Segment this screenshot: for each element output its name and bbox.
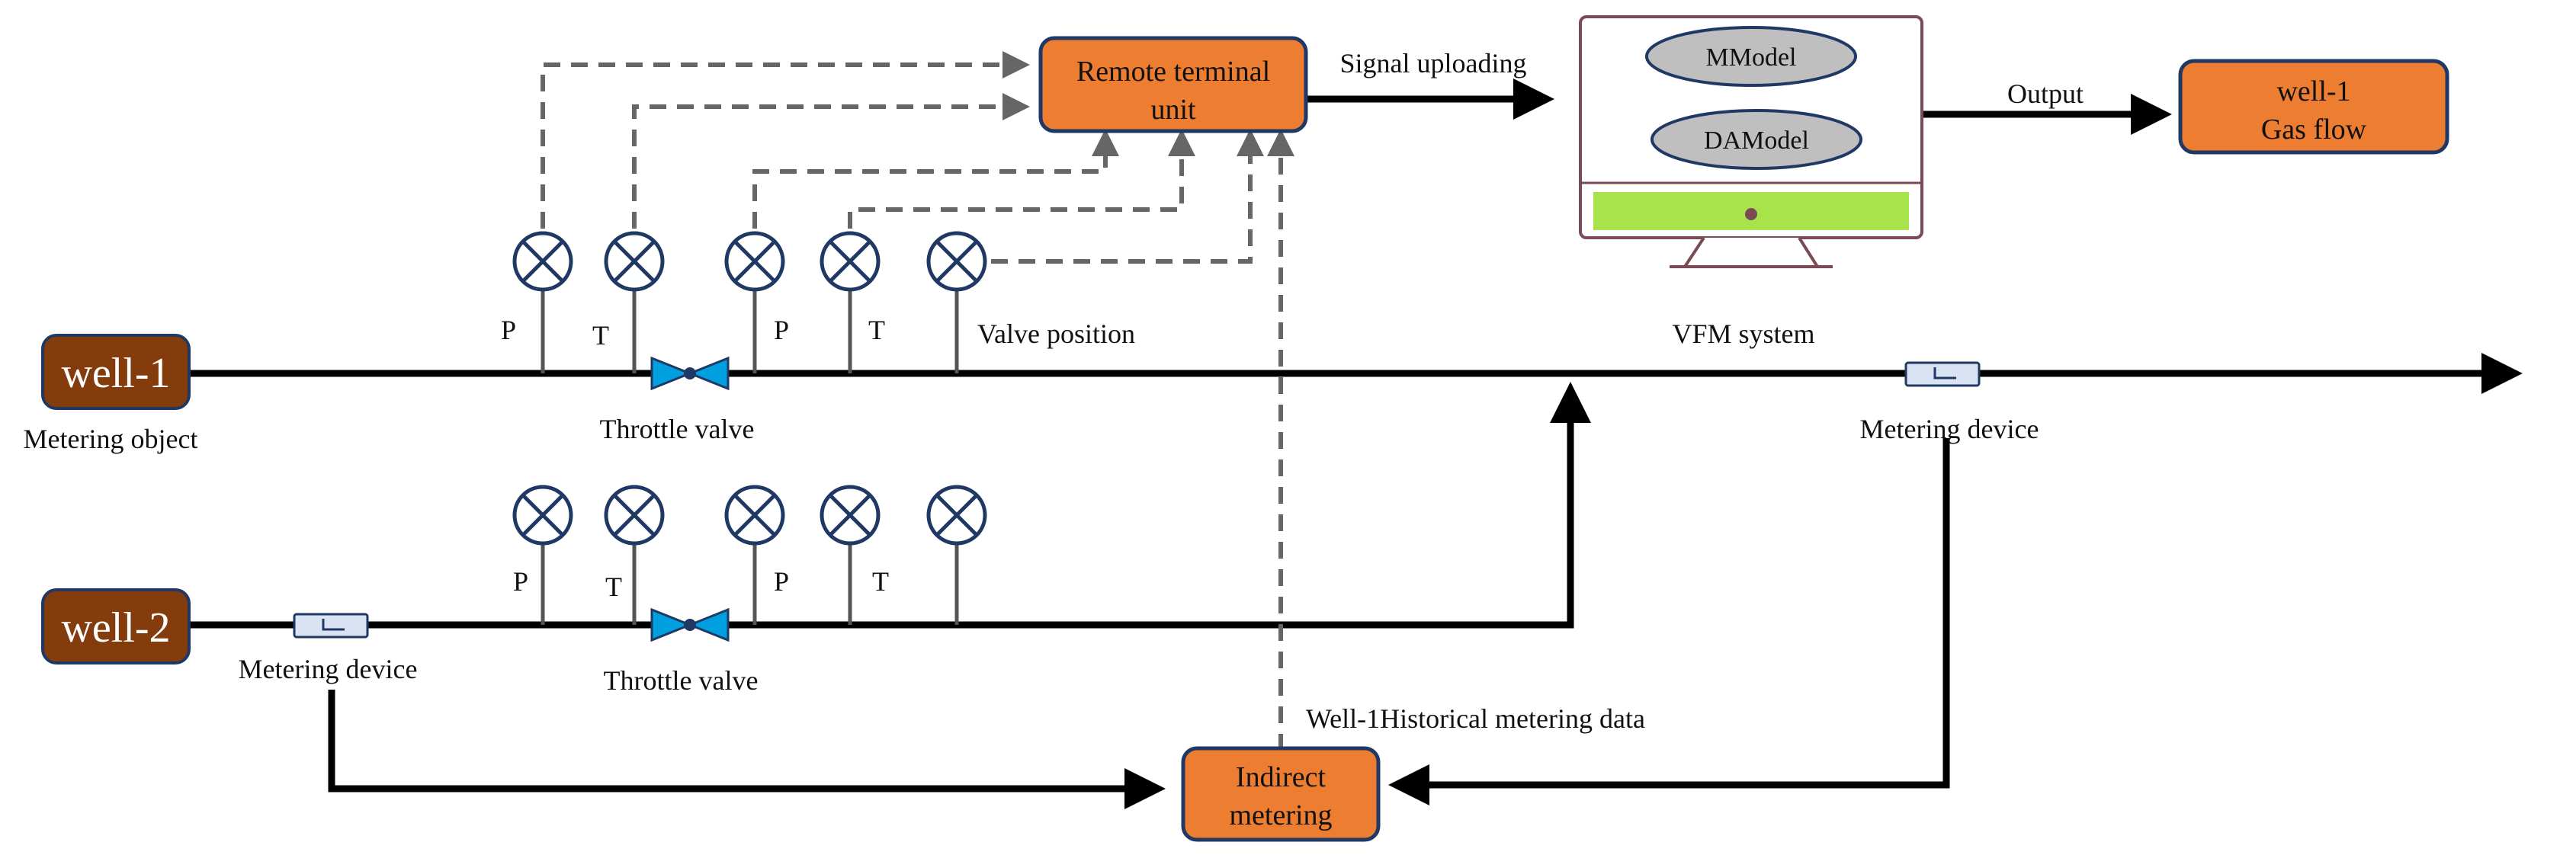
well2-throttle-valve-label: Throttle valve xyxy=(604,665,759,696)
well1-node: well-1 xyxy=(41,334,191,410)
indirect-metering-node: Indirect metering xyxy=(1181,746,1381,842)
indirect-label-line2: metering xyxy=(1229,799,1332,831)
device-to-indirect-line xyxy=(1388,438,1950,805)
signal-line-t1 xyxy=(632,93,1030,229)
well2-metering-device-label: Metering device xyxy=(239,654,418,684)
damodel-label: DAModel xyxy=(1704,126,1809,155)
well1-label: well-1 xyxy=(61,350,170,397)
signal-line-p2 xyxy=(752,129,1119,229)
well2-label: well-2 xyxy=(61,604,170,652)
damodel-node: DAModel xyxy=(1651,109,1862,170)
vfm-system-label: VFM system xyxy=(1672,319,1814,349)
mmodel-label: MModel xyxy=(1706,43,1797,72)
gas-flow-label-line1: well-1 xyxy=(2276,75,2350,107)
well1-caption: Metering object xyxy=(24,424,198,454)
well2-t-label-1: T xyxy=(605,572,622,602)
well1-p-label-1: P xyxy=(501,315,516,345)
valve-position-label: Valve position xyxy=(977,319,1135,349)
well2-pressure-gauge-2 xyxy=(724,485,785,625)
well1-throttle-valve-label: Throttle valve xyxy=(600,414,755,444)
well2-node: well-2 xyxy=(41,588,191,664)
well2-pressure-gauge-1 xyxy=(512,485,573,625)
historical-data-label: Well-1Historical metering data xyxy=(1306,703,1645,734)
signal-line-t2 xyxy=(848,129,1195,229)
well1-temperature-gauge-1 xyxy=(604,231,665,373)
gas-flow-output: well-1 Gas flow xyxy=(2178,59,2449,155)
well2-p-label-2: P xyxy=(774,566,789,597)
signal-line-valve-position xyxy=(991,129,1264,264)
well1-metering-device-label: Metering device xyxy=(1860,414,2039,444)
well1-metering-device-icon xyxy=(1904,361,1981,387)
well2-pipeline xyxy=(189,382,1591,629)
well2-temperature-gauge-2 xyxy=(820,485,881,625)
rtu-label-line2: unit xyxy=(1150,94,1196,126)
well1-pressure-gauge-2 xyxy=(724,231,785,373)
well2-valve-position-gauge xyxy=(926,485,987,625)
mmodel-node: MModel xyxy=(1645,26,1857,87)
well2-to-indirect-line xyxy=(328,690,1166,809)
well2-p-label-1: P xyxy=(513,566,528,597)
well1-t-label-1: T xyxy=(592,320,609,351)
well1-temperature-gauge-2 xyxy=(820,231,881,373)
well1-p-label-2: P xyxy=(774,315,789,345)
well2-temperature-gauge-1 xyxy=(604,485,665,625)
gas-flow-label-line2: Gas flow xyxy=(2261,114,2367,146)
well2-throttle-valve-icon xyxy=(650,607,730,642)
well1-t-label-2: T xyxy=(868,315,885,345)
signal-line-p1 xyxy=(541,51,1030,229)
well1-pressure-gauge-1 xyxy=(512,231,573,373)
signal-uploading-label: Signal uploading xyxy=(1340,48,1527,78)
remote-terminal-unit: Remote terminal unit xyxy=(1038,36,1308,133)
rtu-label-line1: Remote terminal xyxy=(1076,56,1270,88)
well1-valve-position-gauge xyxy=(926,231,987,373)
well2-t-label-2: T xyxy=(872,566,889,597)
well1-throttle-valve-icon xyxy=(650,356,730,391)
indirect-label-line1: Indirect xyxy=(1236,761,1326,793)
well2-metering-device-icon xyxy=(293,613,369,639)
output-label: Output xyxy=(2007,78,2084,109)
